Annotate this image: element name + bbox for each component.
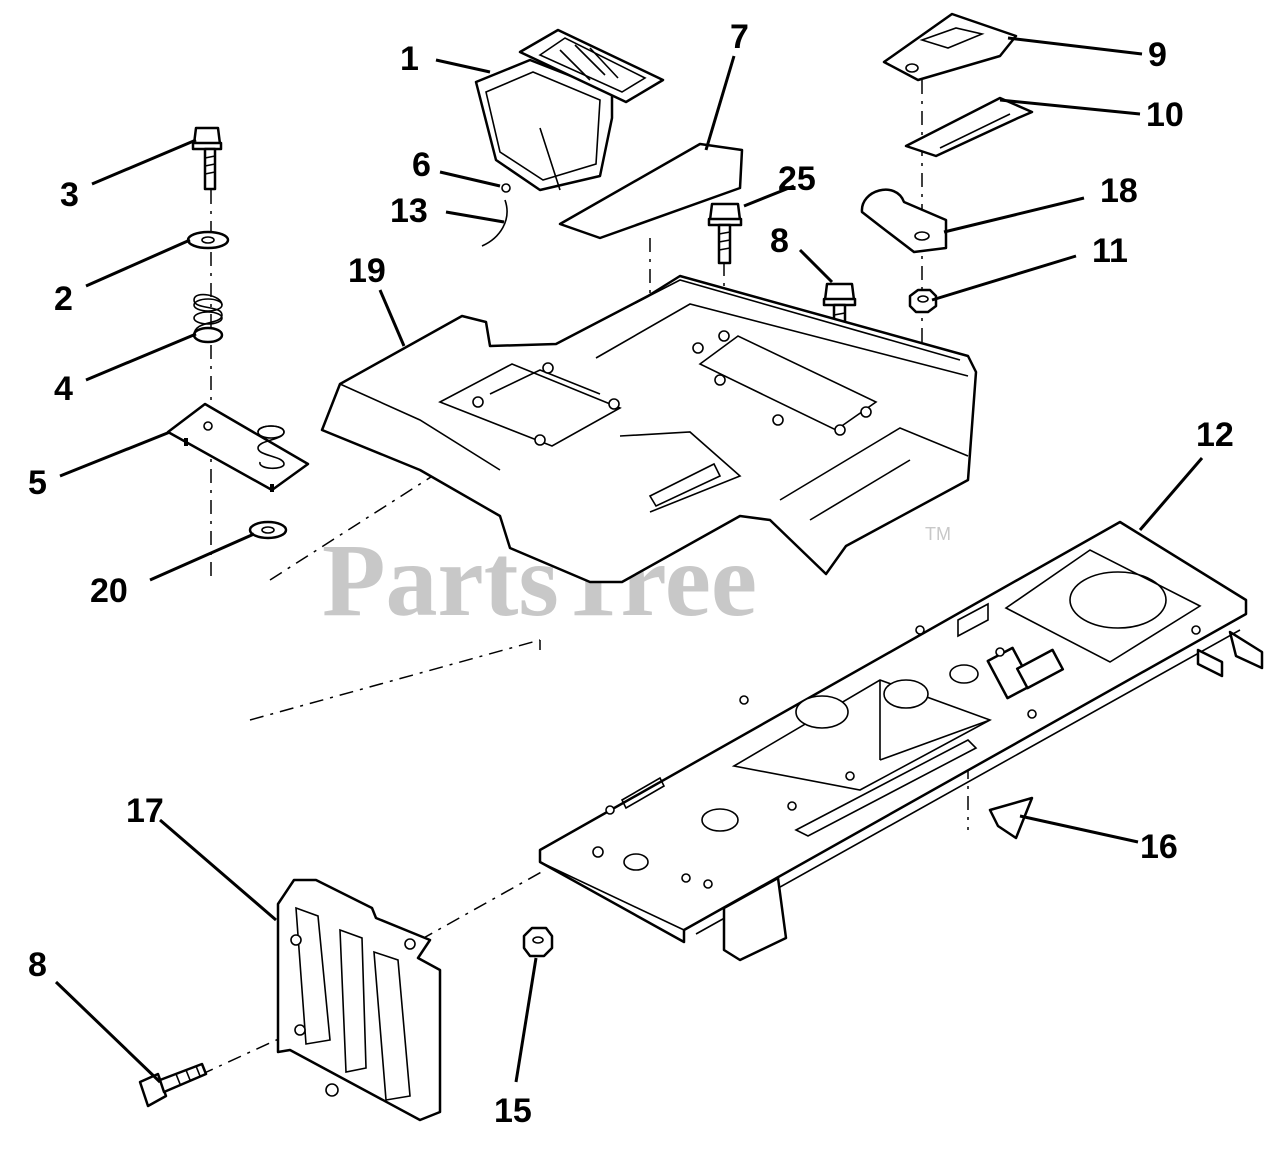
part-18-clamp: [860, 188, 948, 254]
part-10-bracket: [904, 96, 1034, 158]
callout-13: 13: [390, 192, 428, 230]
callout-9: 9: [1148, 36, 1167, 74]
part-9-cover: [882, 12, 1018, 82]
callout-4: 4: [54, 370, 73, 408]
part-16-clip: [988, 796, 1034, 840]
callout-20: 20: [90, 572, 128, 610]
part-11-nut: [908, 288, 938, 314]
part-1-tray: [474, 28, 665, 192]
leader-lines: [54, 36, 1204, 1084]
callout-18: 18: [1100, 172, 1138, 210]
callouts: 1 7 9 10 6 25 18 13 3 8 11 19 2 4 12 5 2…: [28, 18, 1234, 1130]
callout-8-upper: 8: [770, 222, 789, 260]
callout-12: 12: [1196, 416, 1234, 454]
part-20-washer: [248, 520, 288, 540]
callout-17: 17: [126, 792, 164, 830]
trademark: TM: [925, 524, 951, 544]
part-15-nut: [522, 926, 554, 958]
callout-6: 6: [412, 146, 431, 184]
part-6-clip: [501, 183, 511, 193]
callout-15: 15: [494, 1092, 532, 1130]
part-2-washer: [186, 230, 230, 250]
callout-5: 5: [28, 464, 47, 502]
callout-10: 10: [1146, 96, 1184, 134]
part-7-decal: [558, 142, 744, 240]
callout-1: 1: [400, 40, 419, 78]
callout-8-lower: 8: [28, 946, 47, 984]
callout-2: 2: [54, 280, 73, 318]
callout-7: 7: [730, 18, 749, 56]
part-3-bolt: [191, 126, 223, 191]
part-5-plate: [166, 402, 310, 492]
part-12-frame: [538, 520, 1264, 962]
callout-11: 11: [1092, 232, 1128, 270]
part-13-wire: [481, 199, 508, 247]
part-4-spring: [192, 293, 224, 344]
part-17-plate: [276, 878, 442, 1122]
part-19-pan: [320, 274, 978, 584]
callout-19: 19: [348, 252, 386, 290]
part-25-bolt: [707, 202, 743, 265]
callout-16: 16: [1140, 828, 1178, 866]
callout-3: 3: [60, 176, 79, 214]
callout-25: 25: [778, 160, 816, 198]
